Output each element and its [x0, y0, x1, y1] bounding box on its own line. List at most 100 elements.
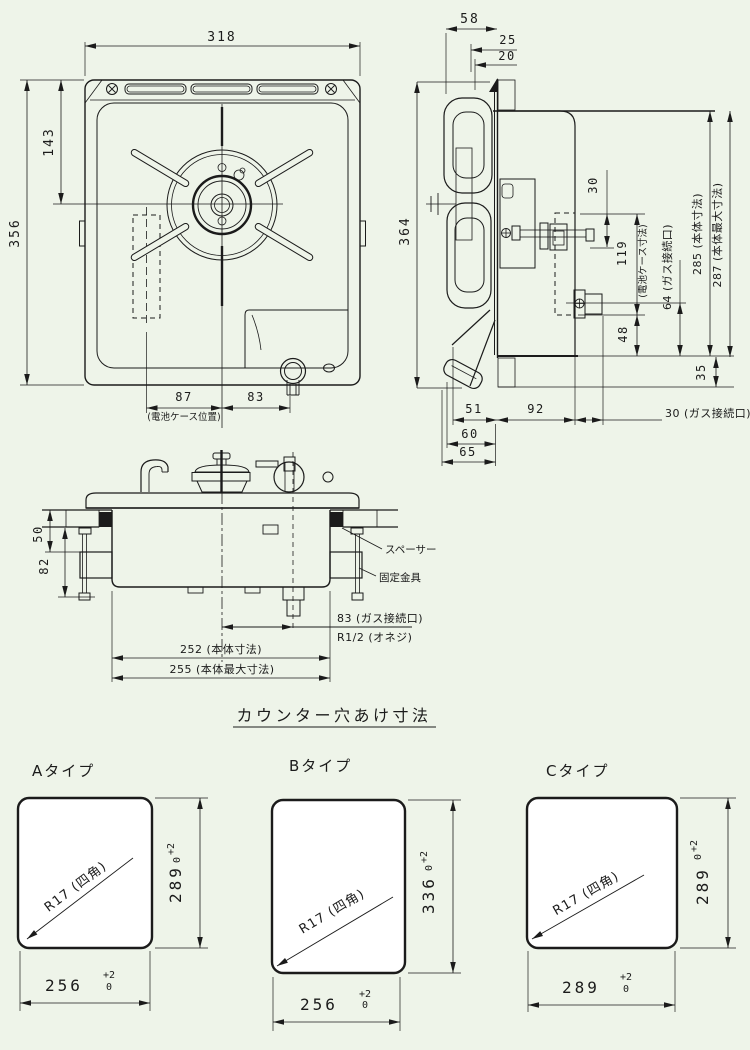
dim-front-82: 82	[37, 528, 95, 598]
type-c-label: Cタイプ	[546, 762, 609, 780]
battery-position-note: (電池ケース位置)	[147, 411, 220, 423]
screw-right	[325, 83, 337, 95]
cutout-section: カウンター穴あけ寸法 Aタイプ R17 (四角) 289 +2 0 256 +2…	[16, 706, 736, 1031]
width-dim-a: 256	[45, 976, 83, 995]
dim-side-364: 364	[398, 81, 490, 389]
dim-label-30-gas: 30 (ガス接続口)	[665, 406, 750, 420]
width-dim-c: 289	[562, 978, 600, 997]
type-b-label: Bタイプ	[289, 757, 352, 775]
svg-text:0: 0	[693, 854, 704, 860]
dim-side-20: 20	[474, 49, 517, 90]
svg-text:+2: +2	[689, 840, 700, 852]
mount-left	[78, 527, 113, 601]
dim-side-bottom-row: 51 92 30 (ガス接続口)	[452, 316, 750, 425]
dim-label-82: 82	[37, 557, 51, 574]
battery-note-side: (電池ケース寸法)	[637, 224, 649, 297]
side-tab-left	[79, 220, 86, 247]
dim-side-285: 285 (本体寸法)	[690, 111, 713, 356]
dim-side-35: 35	[694, 357, 719, 387]
dim-side-30-clamp: 30	[580, 170, 645, 249]
gas-port-side	[566, 289, 686, 319]
top-plate-outline	[96, 102, 349, 369]
dim-plan-depth: 356	[8, 79, 84, 386]
fixing-clamp-side	[499, 178, 595, 269]
dim-label-287: 287 (本体最大寸法)	[710, 182, 724, 287]
svg-text:0: 0	[424, 865, 435, 871]
svg-text:0: 0	[106, 982, 112, 993]
burner-front	[191, 450, 251, 493]
counter-section-upper	[497, 79, 516, 111]
svg-text:+2: +2	[103, 970, 115, 981]
counter-section-lower	[497, 357, 516, 388]
dim-label-64-gas: 64 (ガス接続口)	[660, 224, 674, 310]
dim-label-285: 285 (本体寸法)	[690, 193, 704, 275]
dim-side-287: 287 (本体最大寸法)	[710, 111, 733, 357]
pilot-hole	[323, 363, 335, 373]
height-dim-a: 289	[166, 865, 185, 903]
gas-thread-note: R1/2 (オネジ)	[337, 631, 412, 644]
side-body-outline	[498, 110, 576, 356]
side-tab-right	[359, 220, 366, 247]
ignition-knob-plan	[279, 357, 307, 396]
dim-label-364: 364	[398, 216, 413, 245]
gas-pipe-front	[282, 586, 305, 617]
svg-text:+2: +2	[166, 843, 177, 855]
dim-label-35: 35	[694, 363, 708, 380]
pot-hook-front	[140, 459, 169, 492]
vent-slots	[124, 83, 319, 95]
dim-label-48: 48	[616, 325, 630, 342]
dim-label-20: 20	[498, 49, 515, 63]
dim-label-58: 58	[460, 12, 480, 27]
height-dim-b: 336	[419, 876, 438, 914]
dim-label-143: 143	[42, 127, 57, 156]
cutout-hole-c	[525, 796, 679, 950]
dim-label-30-clamp: 30	[586, 176, 600, 193]
dim-label-60: 60	[461, 427, 478, 441]
cutout-type-a: Aタイプ R17 (四角) 289 +2 0 256 +2 0	[16, 762, 208, 1011]
dim-label-318: 318	[207, 30, 236, 45]
cutout-hole-a	[16, 796, 154, 950]
plan-view: 318 143 356 87 83 (電池ケース位置)	[8, 30, 366, 428]
screw-left	[106, 83, 118, 95]
flange-lip	[489, 78, 498, 92]
burner-column-side	[455, 147, 473, 241]
dim-plan-burner-center: 143	[42, 80, 64, 204]
dim-side-58: 58	[445, 12, 497, 94]
dim-side-48: 48	[616, 315, 640, 356]
dim-front-252-255: 252 (本体寸法) 255 (本体最大寸法)	[111, 591, 331, 682]
section-title: カウンター穴あけ寸法	[236, 706, 431, 725]
dim-label-25: 25	[499, 33, 516, 47]
width-dim-b: 256	[300, 995, 338, 1014]
dim-side-64: 64 (ガス接続口)	[660, 224, 683, 356]
dim-side-60-65: 60 65	[441, 382, 496, 466]
control-knob-front	[255, 456, 305, 493]
dim-plan-battery-gas: 87 83 (電池ケース位置)	[146, 332, 291, 423]
spacer-right	[330, 512, 343, 527]
dim-front-50: 50	[31, 510, 80, 553]
top-plate-front	[85, 492, 360, 509]
battery-case-side	[554, 212, 576, 316]
cutout-type-c: Cタイプ R17 (四角) 289 +2 0 289 +2 0	[525, 762, 736, 1012]
svg-text:+2: +2	[359, 989, 371, 1000]
dim-label-83: 83	[247, 390, 264, 404]
cutout-hole-b	[270, 798, 407, 975]
bracket-label: 固定金具	[379, 571, 421, 584]
dim-label-65: 65	[459, 445, 476, 459]
trivet-side	[443, 97, 493, 309]
dim-label-119: 119	[615, 240, 629, 266]
dim-label-87: 87	[175, 390, 192, 404]
svg-text:0: 0	[362, 1000, 368, 1011]
dim-side-119: 119 (電池ケース寸法)	[578, 214, 649, 316]
dim-label-92: 92	[527, 402, 544, 416]
dim-label-356: 356	[8, 218, 23, 247]
foot-side	[443, 309, 496, 390]
dim-front-83-gas: 83 (ガス接続口) R1/2 (オネジ)	[222, 611, 423, 644]
front-view: スペーサー 固定金具 50 82 83 (ガス接続口) R1/2 (オネジ)	[31, 450, 437, 682]
body-front-outline	[111, 510, 331, 588]
dim-label-255: 255 (本体最大寸法)	[169, 662, 274, 676]
svg-text:+2: +2	[620, 972, 632, 983]
side-view: 58 25 20 364 30 119 (電池ケース寸法)	[398, 12, 750, 466]
mount-right	[329, 527, 364, 601]
dim-label-252: 252 (本体寸法)	[180, 642, 262, 656]
